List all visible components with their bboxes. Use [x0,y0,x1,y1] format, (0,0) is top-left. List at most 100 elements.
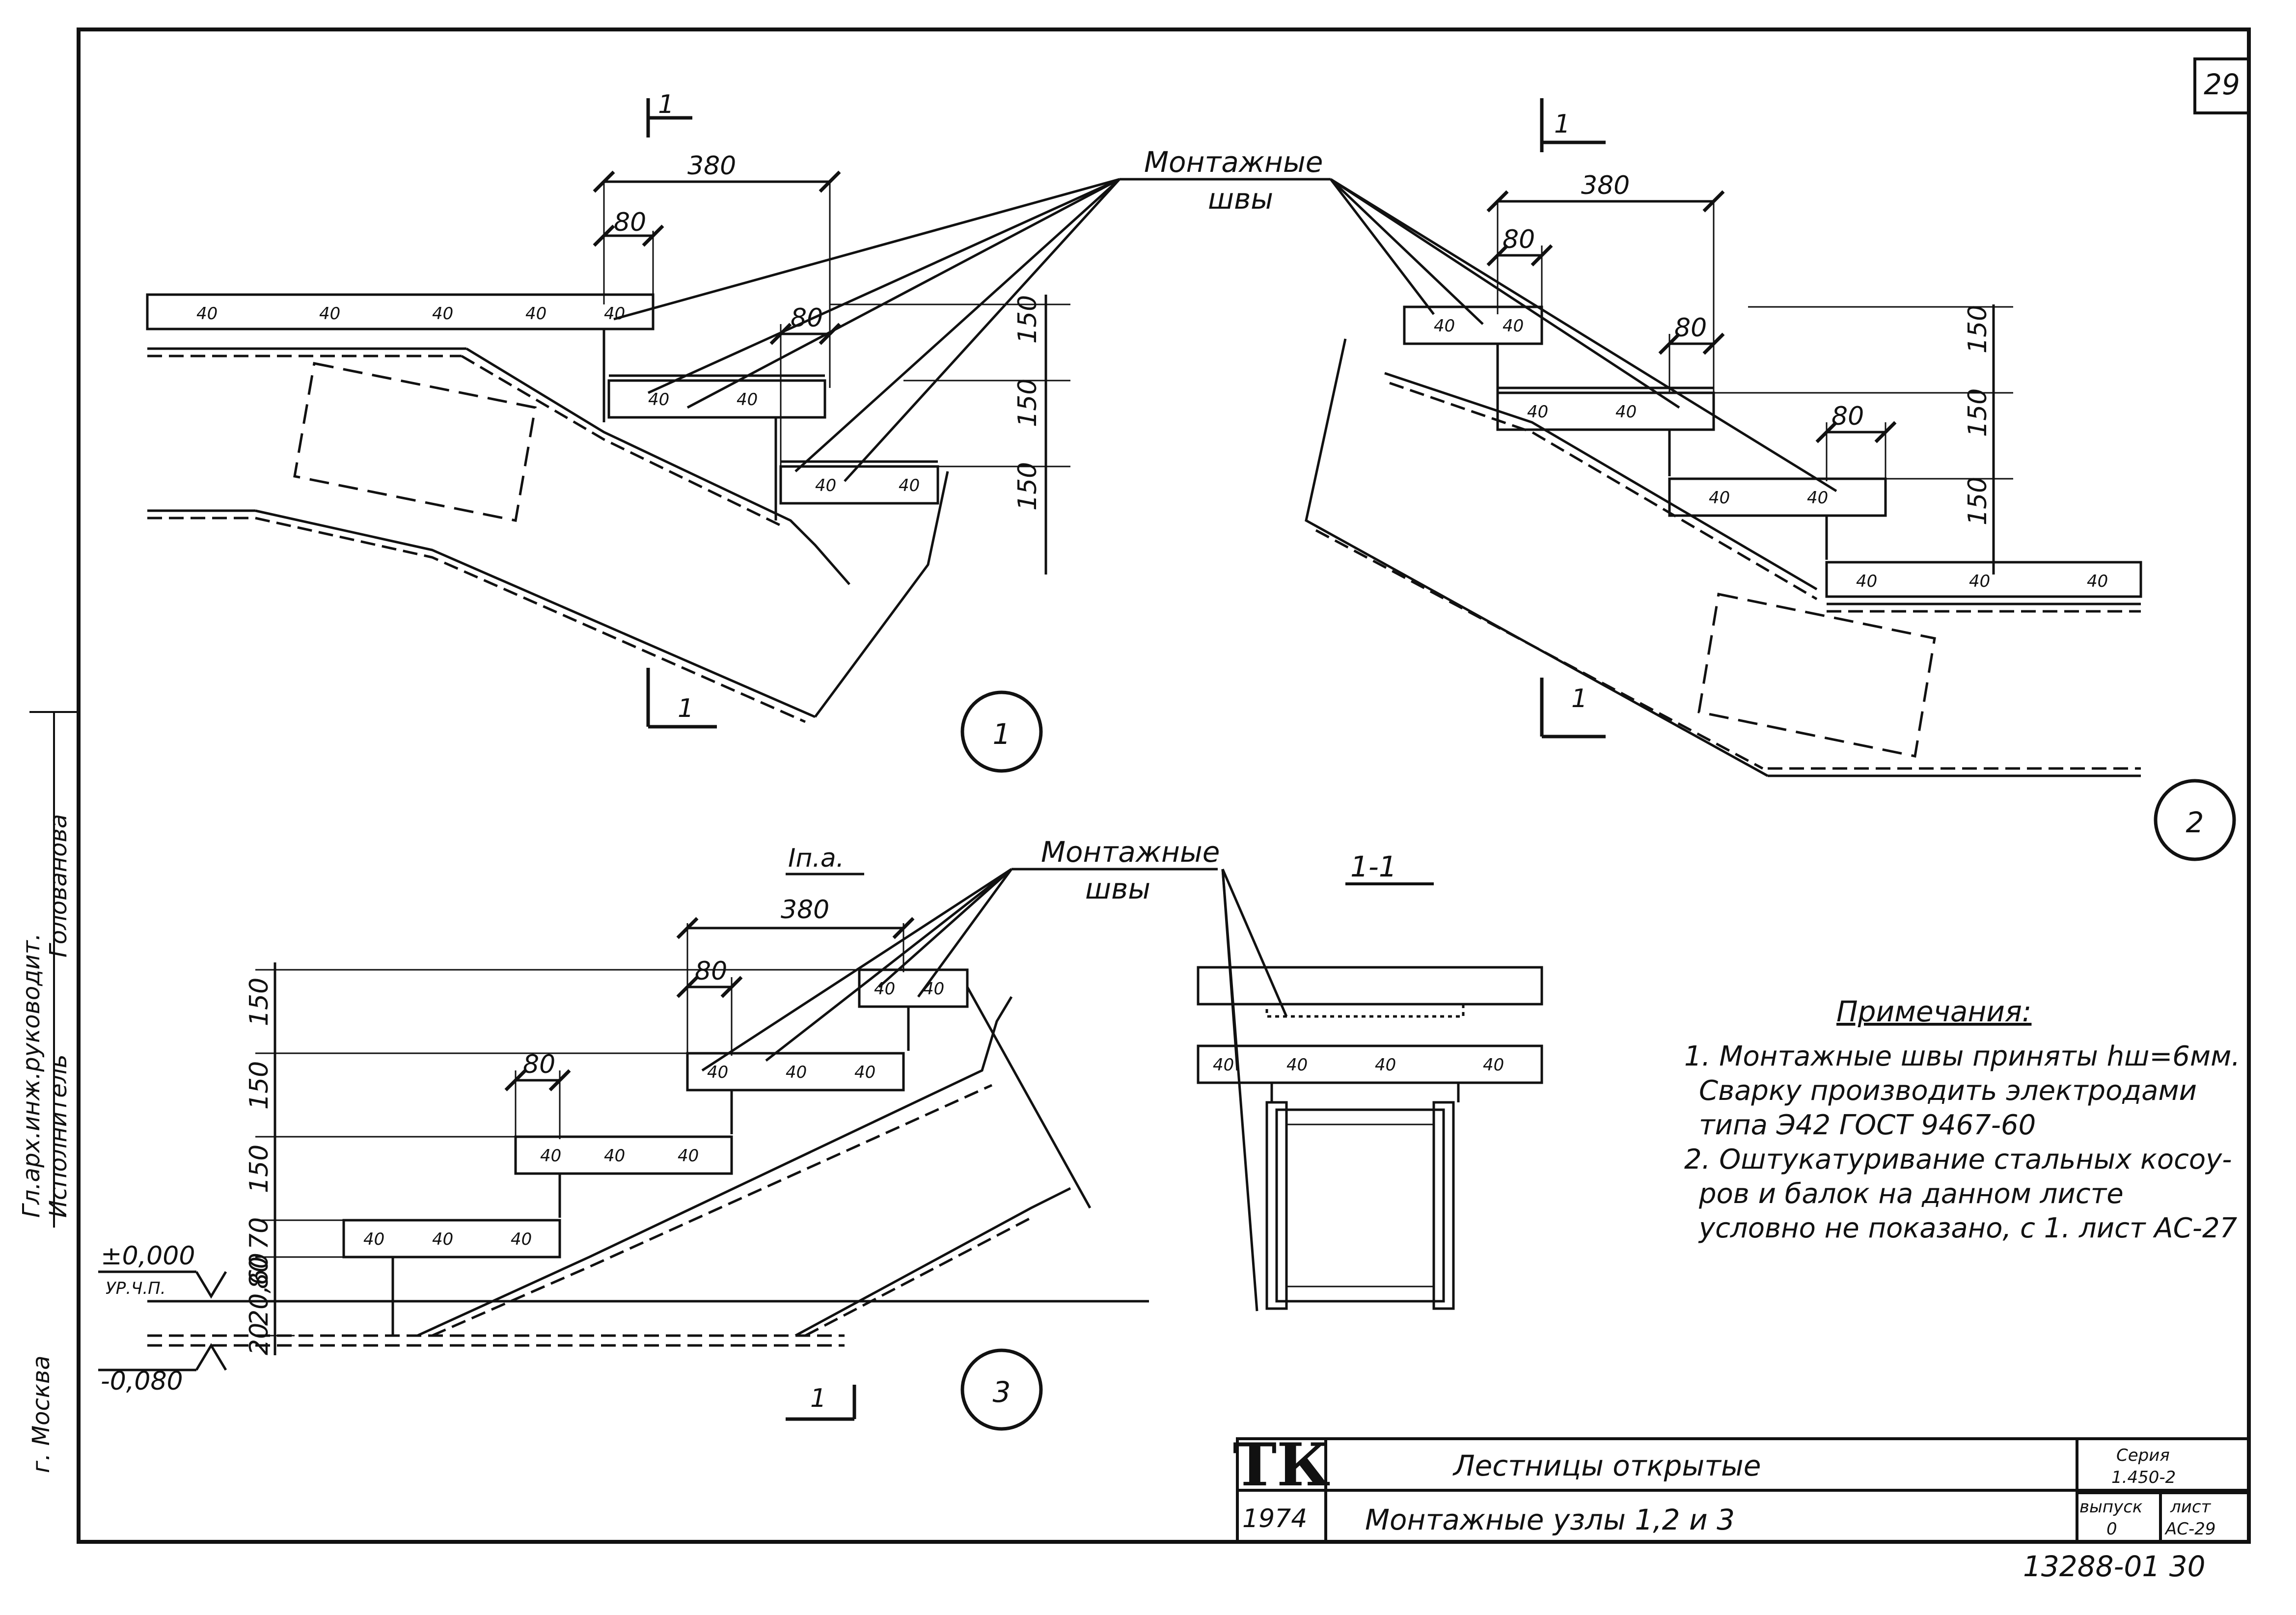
slab-mark: 40 [678,1146,699,1166]
node-1-dim-riser-2: 150 [1013,379,1042,427]
node-1 [146,98,1121,773]
slab-mark: 40 [854,1063,875,1082]
slab-mark: 40 [1807,488,1828,508]
slab-mark: 40 [648,390,669,410]
slab-mark: 40 [815,476,836,495]
node-3-dim-tread-2: 80 [523,1050,555,1079]
section-1-1-label: 1-1 [1350,850,1397,883]
notes-line: типа Э42 ГОСТ 9467-60 [1699,1109,2036,1141]
node-1-section-bottom: 1 [678,694,694,723]
node-3-weld-line1: Монтажные [1041,835,1220,869]
slab-mark: 40 [604,304,625,324]
notes-line: условно не показано, с 1. лист АС-27 [1698,1212,2238,1244]
node-1-dim-tread-1: 80 [614,208,646,237]
stamp-line-3: Голованова [45,814,72,958]
node-2-dim-tread-2: 80 [1674,313,1707,343]
node-3-level-plus: ±0,000 [101,1241,195,1271]
node-3 [98,868,1218,1431]
node-3-dim-riser: 20,60 [245,1253,274,1326]
section-1-1-text: 1-1 40 40 40 40 [1213,850,1504,1075]
node-2-marker: 2 [2186,806,2204,839]
slab-mark: 40 [511,1230,532,1249]
node-1-dim-total: 380 [687,151,736,181]
node-1-dim-riser-1: 150 [1013,295,1042,344]
weld-label-top-line1: Монтажные [1144,145,1323,179]
node-3-dim-tread-1: 80 [695,957,727,986]
slab-mark: 40 [319,304,340,324]
node-3-weld-line2: швы [1085,872,1150,905]
node-2-dim-total: 380 [1581,171,1630,200]
slab-mark: 40 [1527,402,1548,422]
sheet-frame [77,27,2251,1544]
slab-mark: 40 [432,1230,453,1249]
node-1-text: 1 1 380 80 80 150 150 150 40 40 40 40 40… [196,90,1042,751]
node-2-dim-riser-3: 150 [1963,477,1993,525]
node-3-dim-riser: 150 [245,1145,274,1193]
sheet-value: АС-29 [2164,1519,2216,1539]
node-1-section-top: 1 [658,90,674,119]
node-2-section-top: 1 [1554,109,1570,139]
left-stamp: Гл.арх.инж.руководит. Исполнитель Голова… [18,711,79,1473]
issue-label: выпуск [2079,1497,2143,1517]
node-1-dim-riser-3: 150 [1013,462,1042,511]
slab-mark: 40 [2087,572,2108,591]
archive-number: 13288-01 30 [2023,1550,2205,1583]
slab-mark: 40 [899,476,920,495]
weld-label-top-line2: швы [1208,182,1273,216]
page-number: 29 [2204,68,2240,101]
section-1-1 [1197,869,1543,1312]
series-value: 1.450-2 [2111,1468,2176,1487]
node-2-dim-riser-1: 150 [1963,305,1993,354]
node-2 [1305,98,2236,861]
node-2-dim-riser-2: 150 [1963,388,1993,437]
slab-mark: 40 [196,304,218,324]
series-label: Серия [2116,1446,2170,1465]
node-2-dim-tread-1: 80 [1503,225,1535,254]
notes-line: ров и балок на данном листе [1698,1178,2124,1210]
slab-mark: 40 [1286,1055,1308,1075]
slab-mark: 40 [525,304,547,324]
notes-line: 2. Оштукатуривание стальных косоу- [1684,1144,2232,1176]
slab-mark: 40 [737,390,758,410]
title-sub: Монтажные узлы 1,2 и 3 [1365,1503,1735,1536]
stamp-line-2: Исполнитель [45,1054,72,1218]
slab-mark: 40 [432,304,453,324]
slab-mark: 40 [1213,1055,1234,1075]
title-main: Лестницы открытые [1452,1449,1761,1482]
slab-mark: 40 [1856,572,1877,591]
page-number-box: 29 [2193,57,2250,114]
node-3-dim-riser: 20 [245,1323,274,1355]
node-3-dim-riser: 150 [245,1061,274,1110]
issue-value: 0 [2106,1519,2117,1539]
node-2-dim-tread-3: 80 [1831,402,1864,431]
stamp-city: г. Москва [27,1355,55,1473]
title-year: 1974 [1242,1504,1307,1533]
node-3-marker: 3 [993,1375,1011,1409]
slab-mark: 40 [1615,402,1637,422]
node-3-level-minus: -0,080 [101,1367,183,1396]
notes: Примечания: 1. Монтажные швы приняты hш=… [1684,995,2240,1244]
slab-mark: 40 [923,979,944,999]
title-block-text: ТК 1974 Лестницы открытые Монтажные узлы… [1233,1430,2216,1539]
slab-mark: 40 [540,1146,561,1166]
slab-mark: 40 [874,979,895,999]
notes-line: 1. Монтажные швы приняты hш=6мм. [1684,1040,2240,1072]
notes-title: Примечания: [1836,995,2031,1028]
node-2-text: 1 1 380 80 80 80 150 150 150 40 40 40 40… [1434,109,2204,839]
stamp-line-1: Гл.арх.инж.руководит. [18,933,45,1218]
slab-mark: 40 [1709,488,1730,508]
notes-line: Сварку производить электродами [1699,1075,2197,1107]
slab-mark: 40 [363,1230,384,1249]
slab-mark: 40 [604,1146,625,1166]
slab-mark: 40 [1434,316,1455,336]
slab-mark: 40 [1969,572,1990,591]
tk-logo: ТК [1233,1430,1330,1500]
node-3-dim-riser: 150 [245,978,274,1026]
title-block [1236,1437,2250,1543]
node-1-marker: 1 [993,717,1011,751]
node-3-text: Iп.а. Монтажные швы 380 80 80 150 150 15… [101,835,1220,1413]
slab-mark: 40 [1483,1055,1504,1075]
slab-mark: 40 [707,1063,728,1082]
slab-mark: 40 [1503,316,1524,336]
